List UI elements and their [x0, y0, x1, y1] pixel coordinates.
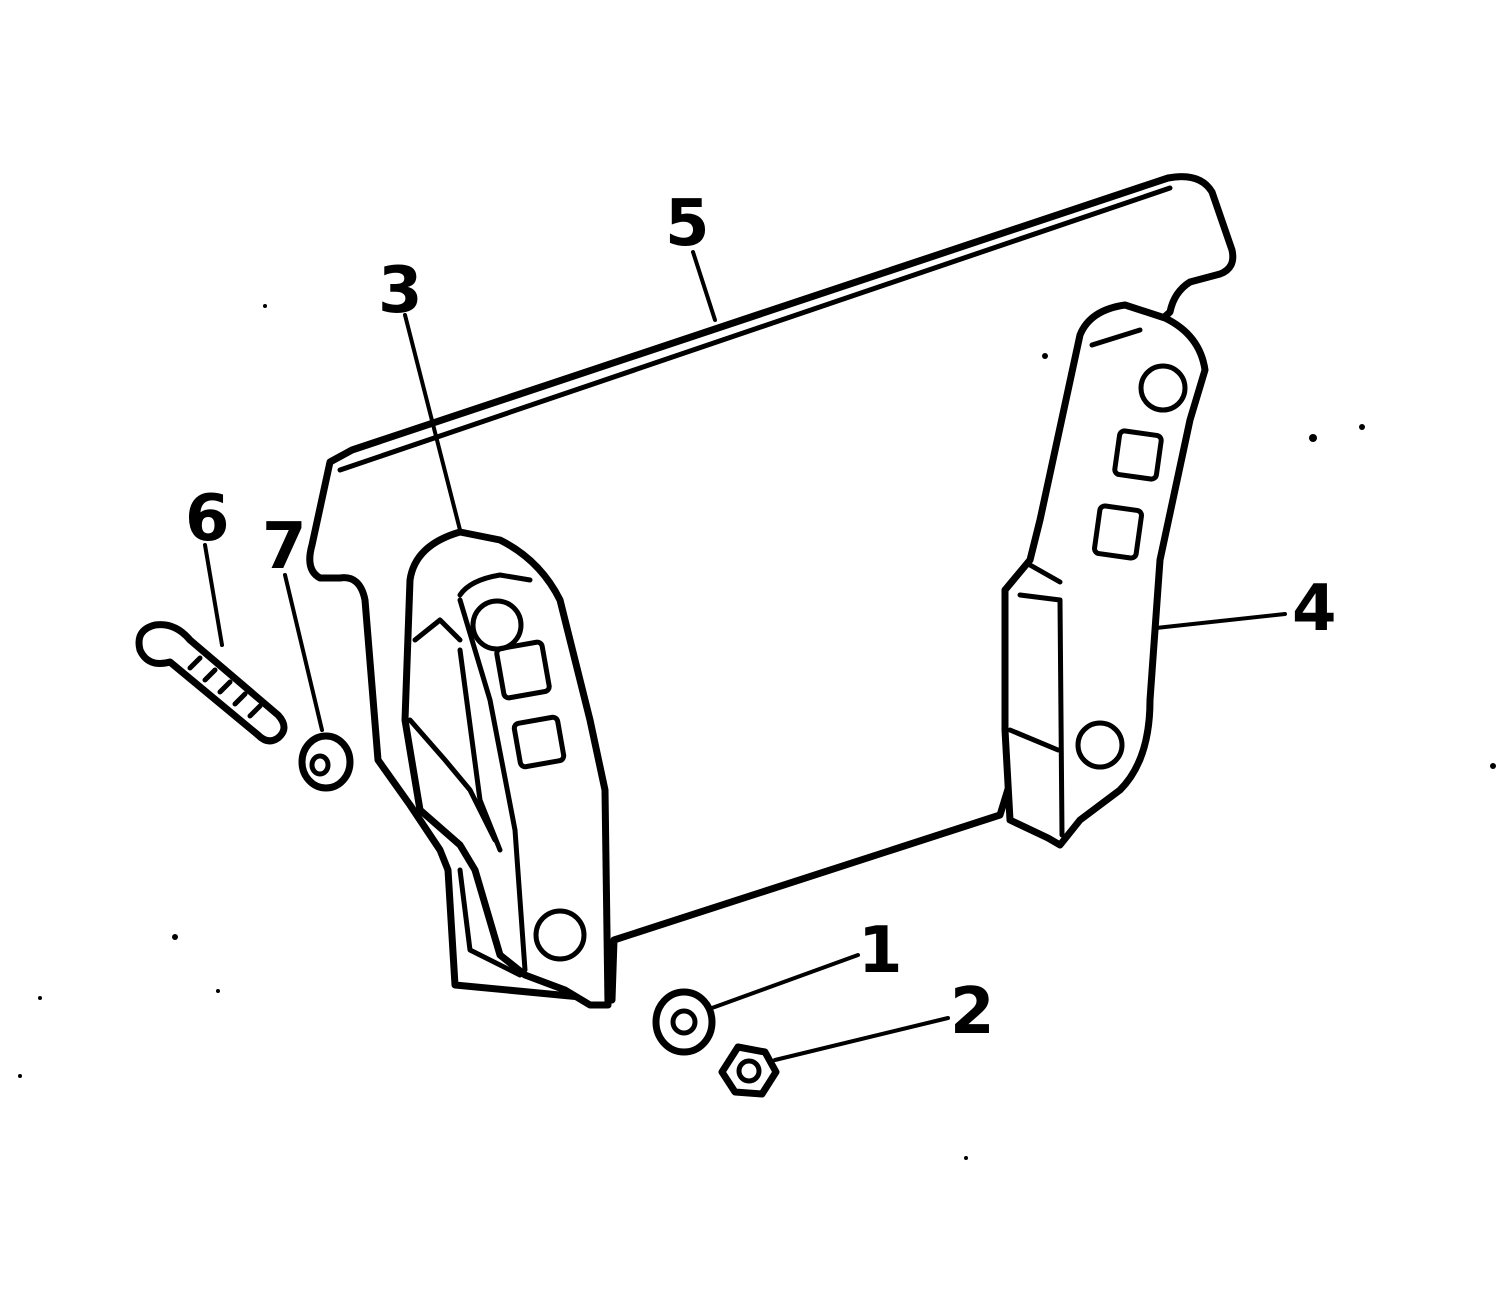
leader-1 — [710, 953, 860, 1010]
left-bracket — [401, 528, 612, 1009]
leader-5 — [691, 250, 717, 322]
leader-lines — [203, 250, 1287, 1062]
screw — [135, 621, 288, 745]
leader-7 — [283, 573, 324, 732]
leader-2 — [773, 1016, 950, 1062]
callout-5: 5 — [665, 187, 710, 261]
callout-4: 4 — [1292, 572, 1337, 646]
lock-washer — [298, 732, 354, 792]
leader-6 — [203, 543, 224, 647]
callout-2: 2 — [950, 975, 995, 1049]
hex-nut — [718, 1043, 780, 1098]
callout-labels: 1 2 3 4 5 6 7 — [185, 187, 1337, 1049]
right-bracket — [1001, 301, 1209, 849]
callout-1: 1 — [858, 914, 903, 988]
callout-3: 3 — [378, 254, 423, 328]
leader-4 — [1154, 612, 1287, 630]
scan-specks — [18, 304, 1496, 1160]
flat-washer — [652, 988, 716, 1056]
callout-7: 7 — [262, 510, 307, 584]
callout-6: 6 — [185, 482, 230, 556]
leader-3 — [403, 313, 462, 532]
